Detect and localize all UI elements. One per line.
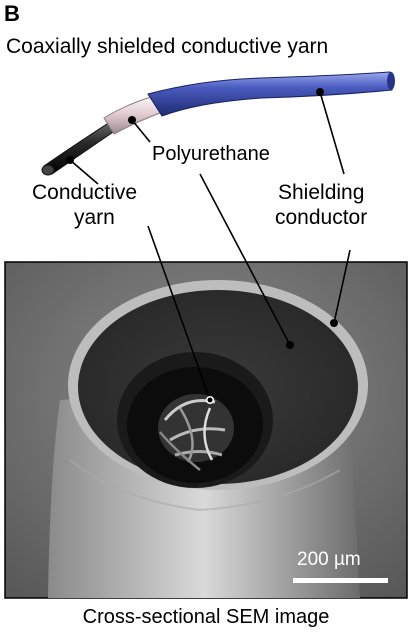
sem-caption: Cross-sectional SEM image <box>82 606 330 628</box>
shielding-layer <box>147 71 393 117</box>
shielding-conductor-label-line2: conductor <box>275 206 368 229</box>
shielding-conductor-label-line1: Shielding <box>278 181 365 204</box>
conductive-yarn-core <box>158 394 234 471</box>
leader-lines <box>69 91 351 401</box>
polyurethane-label: Polyurethane <box>152 143 270 165</box>
conductive-yarn-label-line2: yarn <box>74 206 115 229</box>
sem-image <box>4 261 408 599</box>
leader-dots <box>66 88 338 404</box>
panel-letter: B <box>4 1 20 26</box>
conductive-core <box>43 121 117 175</box>
conductive-yarn-label-line1: Conductive <box>32 181 138 204</box>
yarn-illustration <box>41 71 395 176</box>
figure-title: Coaxially shielded conductive yarn <box>6 35 329 58</box>
scale-bar-label: 200 µm <box>297 549 361 570</box>
scale-bar <box>293 578 388 583</box>
